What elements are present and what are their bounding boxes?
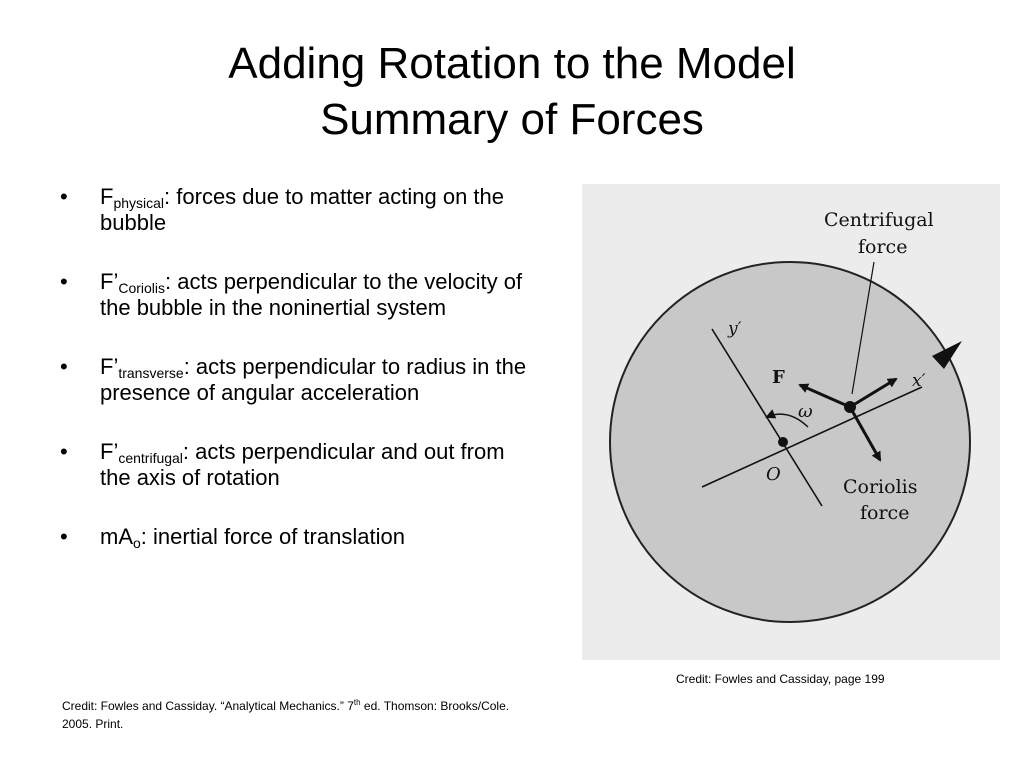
bullet-base: F <box>100 184 114 209</box>
rotation-arrowhead-icon <box>932 341 962 369</box>
figure-credit: Credit: Fowles and Cassiday, page 199 <box>676 672 885 686</box>
bullet-item: • F’centrifugal: acts perpendicular and … <box>60 439 530 491</box>
particle-point <box>844 401 856 413</box>
bullet-item: • Fphysical: forces due to matter acting… <box>60 184 530 236</box>
bullet-sub: centrifugal <box>118 450 183 466</box>
label-coriolis-1: Coriolis <box>843 476 917 498</box>
credit-text-2: ed. Thomson: Brooks/Cole. <box>360 699 510 713</box>
rotating-frame-figure: Centrifugal force Coriolis force y′ x′ F… <box>582 184 1000 660</box>
label-x-prime: x′ <box>912 371 926 391</box>
rotating-disk <box>609 261 971 623</box>
centrifugal-pointer-line <box>851 261 875 395</box>
label-force-f: F <box>772 367 785 388</box>
bullet-sub: Coriolis <box>118 280 166 296</box>
reference-credit: Credit: Fowles and Cassiday. “Analytical… <box>62 697 582 733</box>
bullet-dot: • <box>60 269 68 294</box>
label-omega: ω <box>798 401 813 422</box>
bullet-sub: physical <box>113 195 165 211</box>
bullet-text: : forces due to matter acting on the bub… <box>100 184 505 235</box>
label-origin: O <box>766 464 781 485</box>
label-centrifugal-1: Centrifugal <box>824 209 934 231</box>
origin-point <box>778 437 788 447</box>
bullet-base: F’ <box>100 269 119 294</box>
bullet-item: • F’Coriolis: acts perpendicular to the … <box>60 269 530 321</box>
title-line-2: Summary of Forces <box>320 95 704 144</box>
credit-sup: th <box>353 698 361 707</box>
label-coriolis-2: force <box>860 502 909 524</box>
coriolis-arrow <box>848 406 882 462</box>
bullet-dot: • <box>60 184 68 209</box>
bullet-text: : acts perpendicular to radius in the pr… <box>100 354 527 405</box>
bullet-dot: • <box>60 524 68 549</box>
slide-title: Adding Rotation to the Model Summary of … <box>0 36 1024 148</box>
bullet-text: : inertial force of translation <box>140 524 405 549</box>
title-line-1: Adding Rotation to the Model <box>228 39 796 88</box>
bullet-item: • F’transverse: acts perpendicular to ra… <box>60 354 530 406</box>
bullet-base: mA <box>100 524 133 549</box>
label-y-prime: y′ <box>727 319 742 339</box>
label-centrifugal-2: force <box>858 236 907 258</box>
bullet-sub: o <box>133 535 141 551</box>
bullet-text: : acts perpendicular to the velocity of … <box>100 269 523 320</box>
bullet-item: • mAo: inertial force of translation <box>60 524 530 550</box>
credit-line-2: 2005. Print. <box>62 717 124 731</box>
bullet-list: • Fphysical: forces due to matter acting… <box>60 184 530 583</box>
x-prime-axis <box>701 386 923 488</box>
bullet-text: : acts perpendicular and out from the ax… <box>100 439 505 490</box>
force-f-arrow <box>798 383 851 409</box>
bullet-dot: • <box>60 439 68 464</box>
omega-arc <box>765 409 809 428</box>
bullet-base: F’ <box>100 354 119 379</box>
centrifugal-arrow <box>849 377 898 409</box>
bullet-sub: transverse <box>118 365 184 381</box>
credit-text: Credit: Fowles and Cassiday. “Analytical… <box>62 699 354 713</box>
bullet-base: F’ <box>100 439 119 464</box>
bullet-dot: • <box>60 354 68 379</box>
